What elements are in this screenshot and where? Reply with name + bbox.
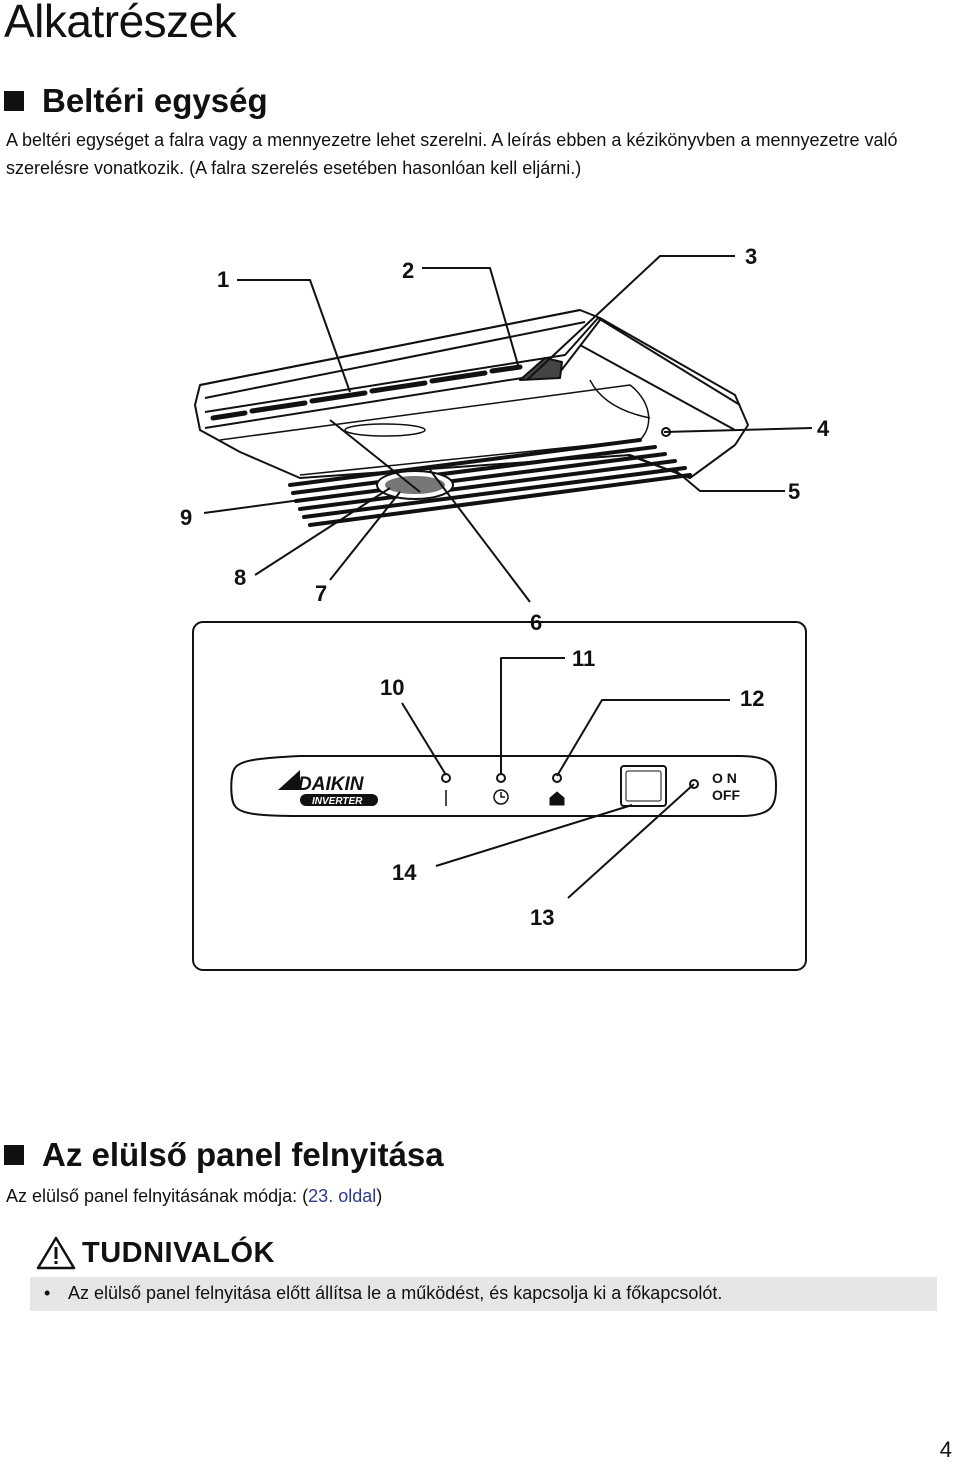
caution-heading: TUDNIVALÓK — [36, 1236, 275, 1270]
page-reference-link[interactable]: 23. oldal — [308, 1186, 377, 1206]
intro-line-1: A beltéri egységet a falra vagy a mennye… — [6, 130, 898, 150]
callout-8: 8 — [234, 565, 246, 590]
callout-12: 12 — [740, 686, 764, 711]
front-panel-text-end: ) — [376, 1186, 383, 1206]
square-bullet-icon — [4, 91, 24, 111]
page-title: Alkatrészek — [4, 0, 237, 47]
callout-6: 6 — [530, 610, 542, 635]
section-heading-indoor-unit: Beltéri egység — [4, 82, 268, 120]
callout-11: 11 — [572, 646, 595, 671]
callout-5: 5 — [788, 479, 800, 504]
off-label: OFF — [712, 787, 740, 803]
daikin-logo: DAIKIN INVERTER — [278, 770, 378, 807]
caution-title: TUDNIVALÓK — [82, 1236, 275, 1269]
section-heading-front-panel: Az elülső panel felnyitása — [4, 1136, 444, 1174]
callout-4: 4 — [817, 416, 830, 441]
callout-14: 14 — [392, 860, 417, 885]
on-label: O N — [712, 770, 737, 786]
front-panel-text: Az elülső panel felnyitásának módja: ( — [6, 1186, 309, 1206]
intro-paragraph: A beltéri egységet a falra vagy a mennye… — [6, 126, 956, 182]
intro-line-2: szerelésre vonatkozik. (A falra szerelés… — [6, 158, 582, 178]
front-panel-paragraph: Az elülső panel felnyitásának módja: (23… — [6, 1186, 382, 1207]
callout-3: 3 — [745, 244, 757, 269]
daikin-logo-text: DAIKIN — [298, 774, 365, 795]
caution-note-text: Az elülső panel felnyitása előtt állítsa… — [68, 1283, 723, 1303]
front-panel-illustration — [230, 755, 777, 817]
section-heading-text: Beltéri egység — [42, 82, 268, 119]
warning-triangle-icon — [36, 1236, 76, 1270]
callout-7: 7 — [315, 581, 327, 606]
callout-1: 1 — [217, 267, 229, 292]
callout-leaders — [203, 255, 813, 603]
page-number: 4 — [939, 1437, 952, 1462]
indoor-unit-diagram: 1 2 3 4 5 6 7 8 9 10 11 12 13 14 DAIKIN … — [180, 244, 830, 971]
panel-detail-frame — [192, 621, 807, 971]
indoor-unit-illustration — [194, 309, 749, 527]
callout-9: 9 — [180, 505, 192, 530]
panel-leaders — [401, 657, 730, 899]
section-heading-text: Az elülső panel felnyitása — [42, 1136, 444, 1173]
caution-note-box: • Az elülső panel felnyitása előtt állít… — [30, 1277, 937, 1311]
callout-10: 10 — [380, 675, 404, 700]
note-bullet: • — [44, 1283, 51, 1303]
inverter-logo-text: INVERTER — [312, 796, 363, 807]
square-bullet-icon — [4, 1145, 24, 1165]
callout-13: 13 — [530, 905, 554, 930]
callout-2: 2 — [402, 258, 414, 283]
